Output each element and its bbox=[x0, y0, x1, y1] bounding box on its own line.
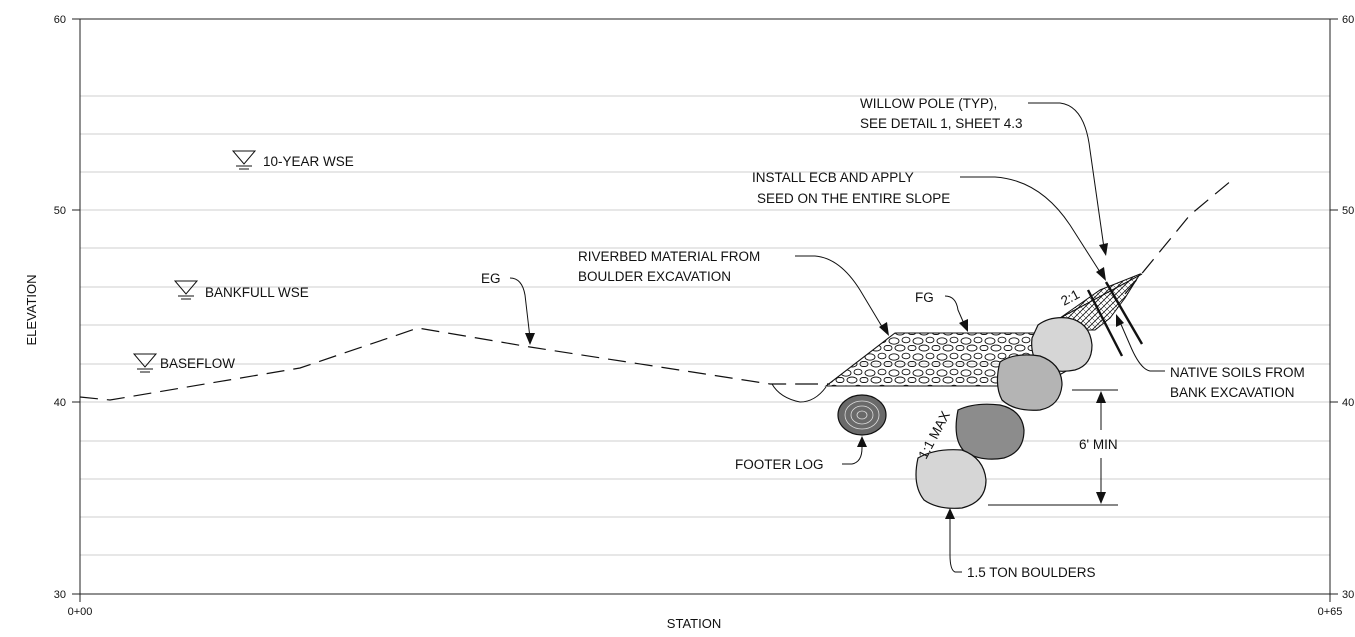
y-tick-left-50: 50 bbox=[54, 205, 66, 217]
ecb-line bbox=[1059, 273, 1143, 319]
boulder bbox=[955, 403, 1025, 460]
boulders-leader bbox=[949, 515, 962, 573]
willow-leader bbox=[1028, 102, 1105, 249]
baseflow-label: BASEFLOW bbox=[160, 356, 235, 371]
y-axis-title: ELEVATION bbox=[24, 274, 39, 345]
six-foot-min-label: 6' MIN bbox=[1079, 437, 1118, 452]
ten-year-wse-label: 10-YEAR WSE bbox=[263, 154, 354, 169]
native-soils-label-line2: BANK EXCAVATION bbox=[1170, 385, 1295, 400]
eg-arrow bbox=[525, 333, 535, 345]
riverbed-label-line1: RIVERBED MATERIAL FROM bbox=[578, 249, 760, 264]
y-tick-right-40: 40 bbox=[1342, 397, 1354, 409]
boulders-label: 1.5 TON BOULDERS bbox=[967, 565, 1096, 580]
water-level-10-year: 10-YEAR WSE bbox=[231, 150, 354, 170]
native-soils-label-line1: NATIVE SOILS FROM bbox=[1170, 365, 1305, 380]
channel-toe bbox=[771, 383, 827, 403]
existing-ground-line-upper bbox=[1124, 179, 1233, 295]
water-level-icon bbox=[173, 280, 199, 295]
fg-label: FG bbox=[915, 290, 934, 305]
riverbed-leader bbox=[795, 255, 885, 331]
fg-arrow bbox=[959, 319, 968, 332]
y-tick-left-60: 60 bbox=[54, 14, 66, 26]
boulder bbox=[915, 449, 987, 509]
boulder bbox=[996, 354, 1063, 411]
ecb-label-line2: SEED ON THE ENTIRE SLOPE bbox=[757, 191, 950, 206]
willow-pole bbox=[1104, 281, 1144, 345]
y-tick-right-60: 60 bbox=[1342, 14, 1354, 26]
eg-leader bbox=[509, 277, 531, 339]
y-tick-left-30: 30 bbox=[54, 589, 66, 601]
y-tick-left-40: 40 bbox=[54, 397, 66, 409]
y-tick-right-50: 50 bbox=[1342, 205, 1354, 217]
water-level-bankfull: BANKFULL WSE bbox=[173, 280, 309, 300]
footer-log bbox=[837, 394, 887, 436]
water-level-icon bbox=[231, 150, 257, 165]
willow-pole bbox=[1086, 289, 1124, 357]
riverbed-label-line2: BOULDER EXCAVATION bbox=[578, 269, 731, 284]
water-level-baseflow: BASEFLOW bbox=[132, 353, 235, 373]
x-tick-end: 0+65 bbox=[1318, 606, 1343, 618]
x-tick-start: 0+00 bbox=[68, 606, 93, 618]
willow-label-line2: SEE DETAIL 1, SHEET 4.3 bbox=[860, 116, 1023, 131]
bankfull-wse-label: BANKFULL WSE bbox=[205, 285, 309, 300]
existing-ground-line bbox=[79, 327, 830, 401]
native-soils-arrow bbox=[1116, 314, 1124, 327]
frame bbox=[72, 18, 1338, 602]
riverbed-arrow bbox=[879, 322, 889, 336]
grid bbox=[80, 95, 1330, 556]
water-level-icon bbox=[132, 353, 158, 368]
native-soils-leader bbox=[1119, 321, 1165, 372]
footer-log-leader bbox=[842, 442, 863, 465]
x-axis-title: STATION bbox=[667, 616, 721, 631]
willow-label-line1: WILLOW POLE (TYP), bbox=[860, 96, 997, 111]
footer-log-arrow bbox=[857, 436, 867, 447]
ecb-label-line1: INSTALL ECB AND APPLY bbox=[752, 170, 914, 185]
footer-log-label: FOOTER LOG bbox=[735, 457, 824, 472]
y-tick-right-30: 30 bbox=[1342, 589, 1354, 601]
ecb-arrow bbox=[1096, 267, 1106, 281]
boulders-arrow bbox=[945, 508, 955, 519]
eg-label: EG bbox=[481, 271, 501, 286]
willow-arrow bbox=[1099, 243, 1108, 256]
fg-leader bbox=[944, 295, 966, 327]
ecb-leader bbox=[960, 176, 1101, 273]
dimension-six-foot: 6' MIN bbox=[988, 389, 1118, 506]
